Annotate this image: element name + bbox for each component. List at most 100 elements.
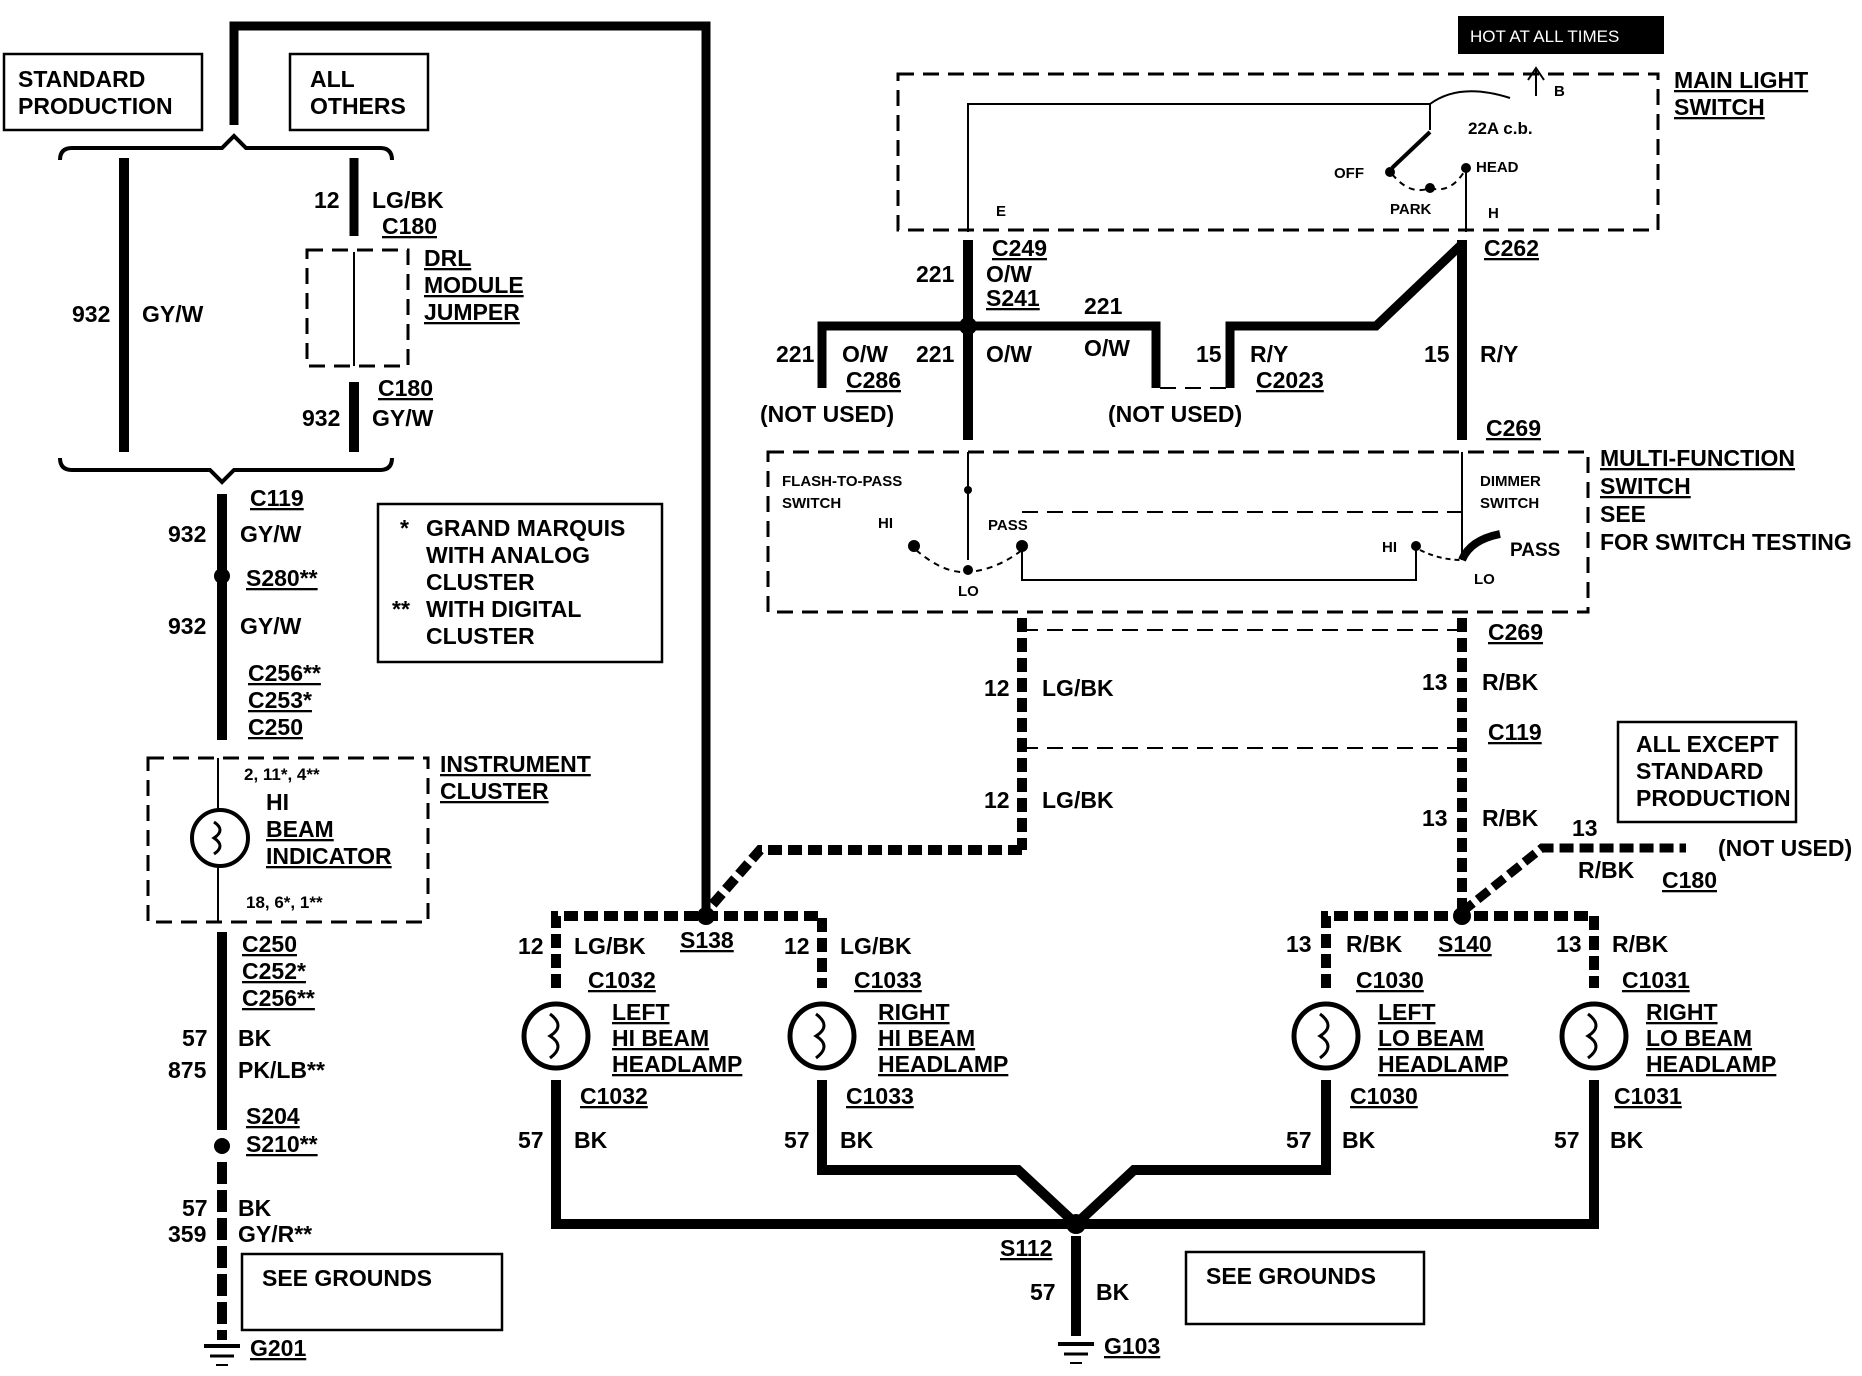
circuit-number: 12 bbox=[314, 187, 340, 213]
lamp-label: HEADLAMP bbox=[612, 1051, 742, 1077]
switch-label: SWITCH bbox=[782, 495, 841, 512]
circuit-number: 12 bbox=[784, 933, 810, 959]
all-except-box bbox=[1616, 720, 1798, 824]
circuit-breaker bbox=[1429, 90, 1511, 105]
terminal-label: B bbox=[1554, 83, 1565, 100]
connector-label: C250 bbox=[248, 714, 303, 740]
circuit-number: 57 bbox=[784, 1127, 810, 1153]
circuit-number: 359 bbox=[168, 1221, 206, 1247]
lamp-filament-icon bbox=[211, 820, 222, 856]
wire-color: R/BK bbox=[1346, 931, 1403, 957]
switch-internal-wire bbox=[967, 103, 1430, 232]
circuit-number: 932 bbox=[168, 613, 206, 639]
hot-at-all-times-label: HOT AT ALL TIMES bbox=[1470, 27, 1619, 46]
circuit-number: 221 bbox=[1084, 293, 1123, 319]
drl-label: MODULE bbox=[424, 272, 524, 298]
circuit-number: 15 bbox=[1424, 341, 1450, 367]
ground-icon bbox=[204, 1344, 240, 1366]
connector-label: C180 bbox=[1662, 867, 1717, 893]
circuit-number: 221 bbox=[916, 261, 955, 287]
switch-travel-arc bbox=[1419, 549, 1463, 561]
wire-12-diagonal bbox=[702, 845, 1022, 916]
wire-color: GY/W bbox=[240, 521, 302, 547]
splice-label: S112 bbox=[1000, 1235, 1052, 1261]
switch-position-label: PASS bbox=[988, 517, 1028, 534]
park-contact bbox=[1425, 183, 1435, 193]
pass-contact bbox=[1016, 540, 1028, 552]
see-grounds-box bbox=[240, 1252, 504, 1332]
switch-position-label: PARK bbox=[1390, 201, 1432, 218]
standard-production-box bbox=[2, 52, 204, 132]
switch-label: SWITCH bbox=[1480, 495, 1539, 512]
switch-label: DIMMER bbox=[1480, 473, 1541, 490]
circuit-number: 57 bbox=[1030, 1279, 1056, 1305]
circuit-number: 57 bbox=[182, 1195, 208, 1221]
connector-label: C119 bbox=[250, 485, 304, 511]
switch-position-label: HI bbox=[1382, 539, 1397, 556]
wire-color: O/W bbox=[986, 261, 1032, 287]
lo-contact bbox=[963, 565, 973, 575]
wire-color: PK/LB** bbox=[238, 1057, 325, 1083]
indicator-label: INDICATOR bbox=[266, 843, 392, 869]
wire-color: R/BK bbox=[1578, 857, 1635, 883]
hi-contact bbox=[908, 540, 920, 552]
hot-at-all-times-banner bbox=[1458, 16, 1664, 54]
wire-color: GY/R** bbox=[238, 1221, 312, 1247]
see-grounds-box bbox=[1184, 1250, 1426, 1326]
wire-221-branch bbox=[817, 321, 1161, 388]
indicator-label: HI bbox=[266, 789, 289, 815]
wire-color: R/BK bbox=[1482, 669, 1539, 695]
ground-label: G201 bbox=[250, 1335, 306, 1361]
all-except-label: STANDARD bbox=[1636, 758, 1763, 784]
connector-label: C253* bbox=[248, 687, 312, 713]
wire-15-ry-branch bbox=[1225, 240, 1466, 388]
switch-label: FLASH-TO-PASS bbox=[782, 473, 902, 490]
see-grounds-label: SEE GROUNDS bbox=[262, 1265, 432, 1291]
splice-dot bbox=[214, 1138, 230, 1154]
mfs-label: MULTI-FUNCTION bbox=[1600, 445, 1795, 471]
terminal-label: E bbox=[996, 203, 1006, 220]
wire-color: GY/W bbox=[240, 613, 302, 639]
wire-color: BK bbox=[840, 1127, 874, 1153]
connector-label: C256** bbox=[242, 985, 315, 1011]
switch-position-label: LO bbox=[958, 583, 979, 600]
wire-color: BK bbox=[1342, 1127, 1376, 1153]
splice-label: S204 bbox=[246, 1103, 300, 1129]
circuit-number: 932 bbox=[168, 521, 206, 547]
lamp-label: RIGHT bbox=[1646, 999, 1718, 1025]
wire-color: O/W bbox=[842, 341, 888, 367]
instrument-cluster-label: INSTRUMENT bbox=[440, 751, 591, 777]
main-light-switch-box bbox=[896, 72, 1660, 232]
pin-numbers: 18, 6*, 1** bbox=[246, 893, 323, 912]
breaker-label: 22A c.b. bbox=[1468, 119, 1533, 138]
see-grounds-label: SEE GROUNDS bbox=[1206, 1263, 1376, 1289]
headlamp-left-lo bbox=[1291, 1001, 1361, 1071]
standard-production-label: PRODUCTION bbox=[18, 93, 173, 119]
all-except-label: ALL EXCEPT bbox=[1636, 731, 1779, 757]
circuit-number: 13 bbox=[1422, 805, 1448, 831]
lamp-label: HEADLAMP bbox=[1378, 1051, 1508, 1077]
connector-label: C250 bbox=[242, 931, 297, 957]
splice-label: S210** bbox=[246, 1131, 318, 1157]
not-used-label: (NOT USED) bbox=[760, 401, 894, 427]
wire-color: LG/BK bbox=[840, 933, 912, 959]
lamp-label: HEADLAMP bbox=[1646, 1051, 1776, 1077]
wire-color: BK bbox=[238, 1195, 272, 1221]
wire-color: LG/BK bbox=[1042, 787, 1114, 813]
circuit-number: 875 bbox=[168, 1057, 207, 1083]
wire-color: BK bbox=[1096, 1279, 1130, 1305]
circuit-number: 13 bbox=[1422, 669, 1448, 695]
circuit-number: 12 bbox=[984, 675, 1010, 701]
circuit-number: 13 bbox=[1572, 815, 1598, 841]
wire-color: R/BK bbox=[1612, 931, 1669, 957]
lamp-label: RIGHT bbox=[878, 999, 950, 1025]
instrument-cluster-box bbox=[146, 756, 430, 924]
mfs-label: SWITCH bbox=[1600, 473, 1691, 499]
connector-label: C249 bbox=[992, 235, 1047, 261]
lamp-label: LEFT bbox=[612, 999, 670, 1025]
dimmer-lever bbox=[1458, 530, 1501, 562]
wire-color: LG/BK bbox=[574, 933, 646, 959]
switch-position-label: PASS bbox=[1510, 540, 1560, 561]
wire-color: R/Y bbox=[1480, 341, 1518, 367]
connector-label: C180 bbox=[378, 375, 433, 401]
